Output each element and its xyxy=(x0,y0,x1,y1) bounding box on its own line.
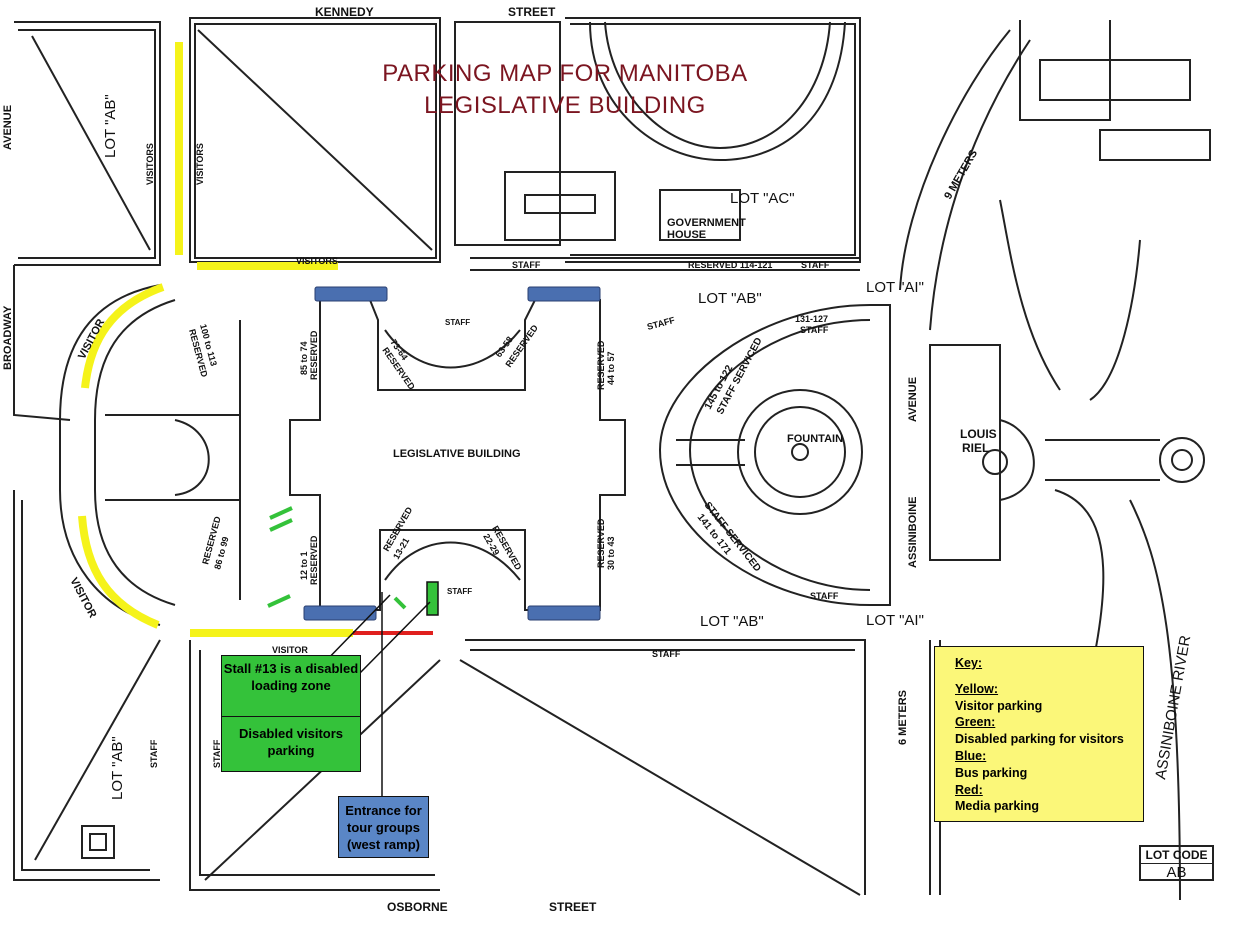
res-85a-label: 85 to 74 xyxy=(299,341,309,375)
key-red-heading: Red: xyxy=(955,782,983,797)
key-yellow-value: Visitor parking xyxy=(955,698,1043,713)
visitor-sw-label: VISITOR xyxy=(67,576,98,620)
staff-flag-label: STAFF xyxy=(646,315,676,332)
lot-ab-south-label: LOT "AB" xyxy=(700,613,764,630)
visitors-bottom-label: VISITORS xyxy=(296,256,338,266)
map-title: PARKING MAP FOR MANITOBA LEGISLATIVE BUI… xyxy=(330,58,800,122)
staff-131-label: 131-127 xyxy=(795,314,828,324)
key-blue-value: Bus parking xyxy=(955,765,1028,780)
staff-sw1-label: STAFF xyxy=(149,739,159,768)
kennedy-street-label-2: STREET xyxy=(508,5,556,19)
six-meters-label: 6 METERS xyxy=(897,690,909,745)
tour-text: Entrance for tour groups (west ramp) xyxy=(345,803,422,852)
lot-ai-north-label: LOT "AI" xyxy=(866,279,924,296)
tour-callout: Entrance for tour groups (west ramp) xyxy=(338,796,429,858)
nine-meters-label: 9 METERS xyxy=(942,148,980,202)
key-blue-heading: Blue: xyxy=(955,748,987,763)
key-green-heading: Green: xyxy=(955,715,996,730)
lot-code-value: AB xyxy=(1166,864,1187,881)
staff-south-label: STAFF xyxy=(652,649,681,659)
staff-court-s-label: STAFF xyxy=(447,587,472,596)
staff-sw2-label: STAFF xyxy=(212,739,222,768)
disabled-stall-green xyxy=(269,506,293,520)
legend-key: Key: Yellow: Visitor parking Green: Disa… xyxy=(934,646,1144,822)
lot-ab-sw-label: LOT "AB" xyxy=(109,736,126,800)
visitors-left-label: VISITORS xyxy=(145,143,155,185)
res-44b-label: 44 to 57 xyxy=(606,351,616,385)
assiniboine-avenue-label: ASSINIBOINE xyxy=(907,496,919,568)
title-line-2: LEGISLATIVE BUILDING xyxy=(424,92,706,119)
lot-ab-north-label: LOT "AB" xyxy=(698,290,762,307)
reserved-114-label: RESERVED 114-121 xyxy=(688,260,772,270)
louis-riel-label-1: LOUIS xyxy=(960,427,997,441)
staff-131b-label: STAFF xyxy=(800,325,829,335)
key-yellow-heading: Yellow: xyxy=(955,681,999,696)
staff-east-low-label: STAFF xyxy=(810,591,839,601)
government-house-label-1: GOVERNMENT xyxy=(667,217,746,229)
kennedy-street-road xyxy=(14,21,161,266)
broadway-label: BROADWAY xyxy=(2,305,14,370)
staff-court-n-label: STAFF xyxy=(445,318,470,327)
res-30a-label: RESERVED xyxy=(596,518,606,568)
lot-code-label: LOT CODE xyxy=(1141,847,1212,864)
visitor-south-label: VISITOR xyxy=(272,645,308,655)
stall13-text: Stall #13 is a disabled loading zone xyxy=(223,661,359,693)
key-red-value: Media parking xyxy=(955,799,1040,814)
kennedy-street-label-1: KENNEDY xyxy=(315,5,374,19)
fountain-label: FOUNTAIN xyxy=(787,433,843,445)
staff-north-right-label: STAFF xyxy=(801,260,830,270)
staff-north-left-label: STAFF xyxy=(512,260,541,270)
title-line-1: PARKING MAP FOR MANITOBA xyxy=(382,60,748,87)
key-green-value: Disabled parking for visitors xyxy=(955,732,1124,747)
osborne-street-label-1: OSBORNE xyxy=(387,900,448,914)
legislative-building-label: LEGISLATIVE BUILDING xyxy=(393,448,521,460)
disabled-text: Disabled visitors parking xyxy=(238,726,344,758)
visitors-right-label: VISITORS xyxy=(195,143,205,185)
res-30b-label: 30 to 43 xyxy=(606,536,616,570)
lot-ab-nw-label: LOT "AB" xyxy=(102,94,119,158)
louis-riel-label-2: RIEL xyxy=(962,441,989,455)
avenue-east-label: AVENUE xyxy=(907,377,919,422)
government-house-label-2: HOUSE xyxy=(667,229,706,241)
lot-ac-label: LOT "AC" xyxy=(730,190,795,207)
assiniboine-river-label: ASSINIBOINE RIVER xyxy=(1152,634,1194,781)
key-heading: Key: xyxy=(955,656,983,670)
avenue-west-label: AVENUE xyxy=(2,105,14,150)
res-85b-label: RESERVED xyxy=(309,330,319,380)
lot-code-box: LOT CODE AB xyxy=(1139,845,1214,881)
res-44a-label: RESERVED xyxy=(596,340,606,390)
stall13-callout: Stall #13 is a disabled loading zone xyxy=(221,655,361,717)
lot-ai-south-label: LOT "AI" xyxy=(866,612,924,629)
res-12b-label: RESERVED xyxy=(309,535,319,585)
disabled-callout: Disabled visitors parking xyxy=(221,716,361,772)
res-12a-label: 12 to 1 xyxy=(299,551,309,580)
osborne-street-label-2: STREET xyxy=(549,900,597,914)
bus-parking-blue-nw xyxy=(314,286,388,302)
